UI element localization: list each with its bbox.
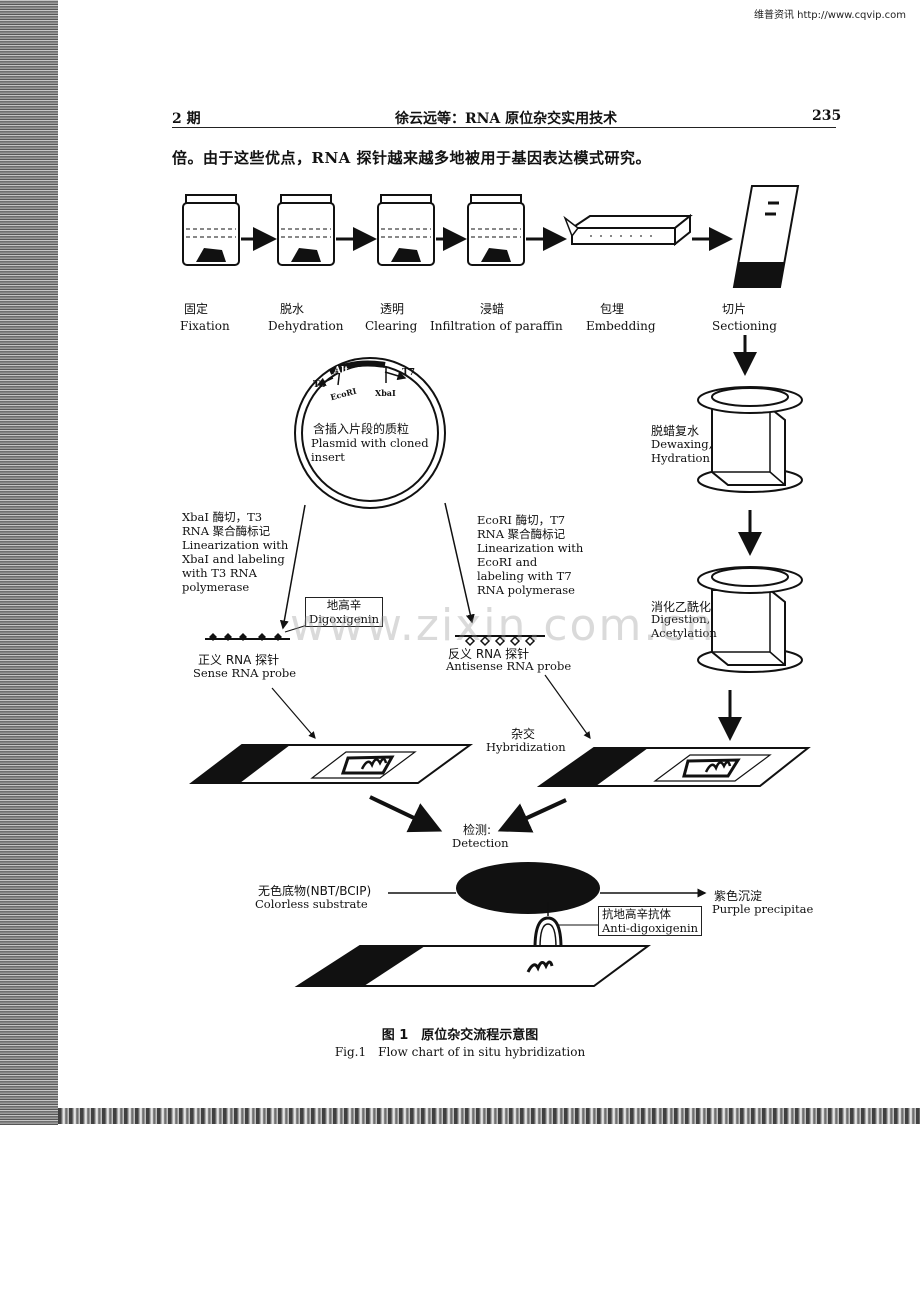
precipitate-en: Purple precipitae: [712, 902, 814, 916]
page-number: 235: [812, 108, 842, 124]
step-clearing-en: Clearing: [365, 319, 418, 333]
left-branch-line-3: Linearization with: [182, 538, 289, 552]
plasmid-t3-label: T3: [313, 380, 326, 390]
sense-probe-zh: 正义 RNA 探针: [198, 653, 280, 667]
digestion-zh: 消化乙酰化: [651, 600, 712, 614]
intro-text: 倍。由于这些优点，RNA 探针越来越多地被用于基因表达模式研究。: [172, 149, 652, 167]
right-branch-line-1: EcoRI 酶切，T7: [477, 513, 566, 527]
left-branch-line-2: RNA 聚合酶标记: [182, 524, 271, 538]
corner-watermark: 维普资讯 http://www.cqvip.com: [753, 10, 906, 21]
antibody-en: Anti-digoxigenin: [602, 921, 699, 935]
precipitate-zh: 紫色沉淀: [714, 889, 763, 903]
antisense-probe-strand: [455, 635, 545, 647]
running-title: 徐云远等：RNA 原位杂交实用技术: [395, 111, 618, 127]
detection-en: Detection: [452, 836, 509, 850]
jar-dehydration: [277, 194, 335, 266]
detection-zh: 检测:: [463, 823, 492, 837]
issue-number: 2 期: [172, 111, 201, 127]
precipitate-oval: [456, 862, 600, 914]
staining-jar-dewaxing: [697, 386, 803, 493]
step-embedding-en: Embedding: [586, 319, 656, 333]
step-sectioning-zh: 切片: [722, 302, 747, 316]
right-branch-line-6: RNA polymerase: [477, 583, 575, 597]
step-dehydration-en: Dehydration: [268, 319, 344, 333]
center-watermark: www.zixin.com.cn: [290, 600, 716, 651]
jar-infiltration: [467, 194, 525, 266]
step-dehydration-zh: 脱水: [280, 302, 305, 316]
digoxigenin-zh: 地高辛: [326, 598, 362, 612]
sense-probe-strand: [205, 633, 290, 641]
plasmid-zh: 含插入片段的质粒: [313, 422, 410, 436]
scan-left-edge: [0, 0, 58, 1125]
sense-probe-en: Sense RNA probe: [193, 666, 297, 680]
left-branch-line-4: XbaI and labeling: [182, 552, 285, 566]
scan-bottom-edge: [58, 1108, 920, 1124]
step-embedding-zh: 包埋: [600, 302, 625, 316]
digestion-en-1: Digestion,: [651, 612, 711, 626]
right-branch-line-5: labeling with T7: [477, 569, 572, 583]
left-branch-line-5: with T3 RNA: [182, 566, 257, 580]
digoxigenin-box: 地高辛 Digoxigenin: [305, 597, 384, 627]
hybridization-en: Hybridization: [486, 740, 566, 754]
right-branch-line-4: EcoRI and: [477, 555, 538, 569]
figure-caption-zh: 图 1 原位杂交流程示意图: [381, 1028, 539, 1043]
left-branch-line-6: polymerase: [182, 580, 250, 594]
dewaxing-en-1: Dewaxing,: [651, 437, 713, 451]
jar-clearing: [377, 194, 435, 266]
plasmid-insert-label: Alt: [334, 366, 349, 376]
step-fixation-en: Fixation: [180, 319, 230, 333]
hybridization-slide-right: [536, 747, 811, 787]
step-infiltration-zh: 浸蜡: [480, 302, 505, 316]
antibody-shape: [533, 902, 600, 949]
staining-jar-digestion: [697, 566, 803, 673]
dewaxing-zh: 脱蜡复水: [651, 424, 700, 438]
header-rule: [172, 127, 836, 128]
right-branch-line-2: RNA 聚合酶标记: [477, 527, 566, 541]
jar-fixation: [182, 194, 240, 266]
antisense-probe-en: Antisense RNA probe: [446, 659, 572, 673]
antibody-box: 抗地高辛抗体 Anti-digoxigenin: [598, 906, 703, 936]
digoxigenin-en: Digoxigenin: [309, 612, 380, 626]
plasmid-en-2: insert: [311, 450, 345, 464]
left-branch-text: XbaI 酶切，T3 RNA 聚合酶标记 Linearization with …: [182, 510, 297, 594]
section-slide: [732, 185, 800, 288]
step-fixation-zh: 固定: [184, 302, 209, 316]
dewaxing-en-2: Hydration: [651, 451, 710, 465]
detection-slide: [294, 945, 652, 987]
step-infiltration-en: Infiltration of paraffin: [430, 319, 563, 333]
substrate-en: Colorless substrate: [255, 897, 368, 911]
step-sectioning-en: Sectioning: [712, 319, 777, 333]
step-clearing-zh: 透明: [380, 302, 405, 316]
hybridization-zh: 杂交: [511, 727, 536, 741]
embedding-block: [563, 213, 693, 247]
right-branch-text: EcoRI 酶切，T7 RNA 聚合酶标记 Linearization with…: [477, 513, 587, 597]
substrate-zh: 无色底物(NBT/BCIP): [258, 884, 372, 898]
figure-caption-en: Fig.1 Flow chart of in situ hybridizatio…: [334, 1045, 586, 1059]
hybridization-slide-left: [189, 744, 474, 784]
plasmid-en-1: Plasmid with cloned: [311, 436, 429, 450]
right-branch-line-3: Linearization with: [477, 541, 584, 555]
antibody-zh: 抗地高辛抗体: [602, 907, 671, 921]
plasmid-circle: [294, 357, 446, 509]
digestion-en-2: Acetylation: [651, 626, 717, 640]
antisense-probe-zh: 反义 RNA 探针: [448, 647, 530, 661]
plasmid-t7-label: T7: [402, 368, 415, 378]
plasmid-xbai-label: XbaI: [375, 388, 396, 398]
left-branch-line-1: XbaI 酶切，T3: [182, 510, 263, 524]
